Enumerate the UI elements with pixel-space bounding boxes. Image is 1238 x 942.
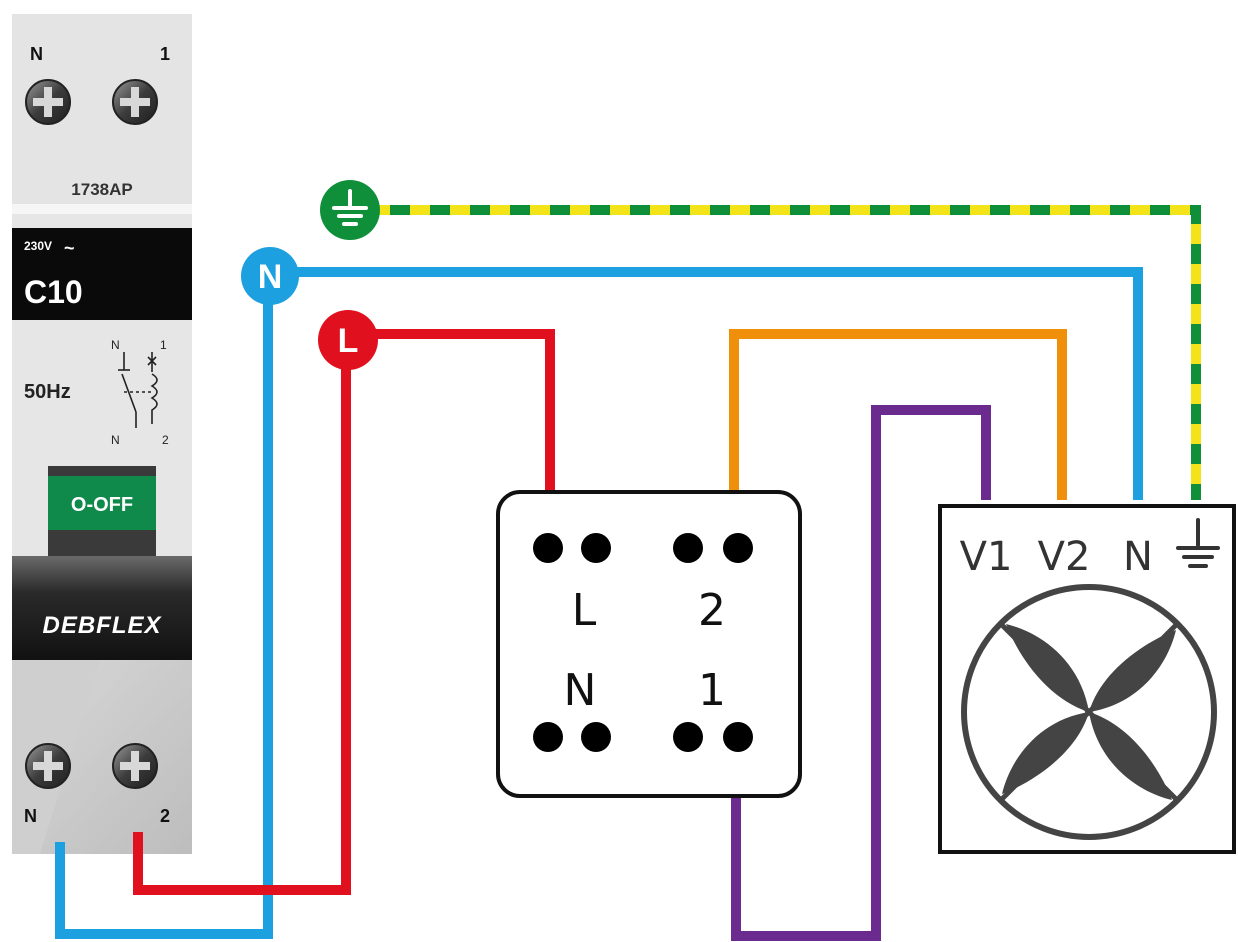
terminal-dot[interactable] <box>673 722 703 752</box>
switch-terminal-label-2: 2 <box>698 585 726 636</box>
fan-terminal-label-V2: V2 <box>1038 534 1091 580</box>
fan-unit: V1 V2 N <box>938 504 1236 854</box>
lever-band <box>12 556 192 660</box>
terminal-dot[interactable] <box>533 533 563 563</box>
speed1-wire <box>731 405 991 941</box>
terminal-dot[interactable] <box>581 722 611 752</box>
frequency-label: 50Hz <box>24 381 71 403</box>
brand-logo: DEBFLEX <box>42 612 162 639</box>
live-source-badge: L <box>318 310 378 370</box>
ac-symbol: ~ <box>64 238 75 258</box>
terminal-dot[interactable] <box>673 533 703 563</box>
switch-terminal-label-1: 1 <box>698 665 726 716</box>
top-terminal-right-label: 1 <box>160 44 170 64</box>
earth-source-badge <box>320 180 380 240</box>
module-divider <box>12 204 192 214</box>
terminal-dot[interactable] <box>533 722 563 752</box>
terminal-dot[interactable] <box>723 722 753 752</box>
fan-earth-icon <box>1176 518 1220 568</box>
schematic-label: N <box>111 433 120 447</box>
breaker-schematic-icon <box>118 352 158 428</box>
screw-terminal-icon[interactable] <box>112 79 158 125</box>
top-terminal-left-label: N <box>30 44 43 64</box>
bottom-terminal-right-label: 2 <box>160 806 170 826</box>
screw-terminal-icon[interactable] <box>112 743 158 789</box>
voltage-label: 230V <box>24 239 52 253</box>
breaker-model: 1738AP <box>71 180 132 199</box>
switch-box-frame <box>496 490 802 798</box>
terminal-dot[interactable] <box>581 533 611 563</box>
fan-terminal-label-N: N <box>1123 534 1153 580</box>
live-letter: L <box>338 322 359 360</box>
earth-icon <box>332 189 368 226</box>
earth-wire-stripe <box>370 205 1201 500</box>
switch-terminal-label-N: N <box>564 665 597 716</box>
neutral-letter: N <box>258 258 283 296</box>
screw-terminal-icon[interactable] <box>25 743 71 789</box>
switch-label: O-OFF <box>71 494 133 516</box>
neutral-wire-to-breaker <box>55 280 273 939</box>
fan-terminal-label-V1: V1 <box>960 534 1013 580</box>
schematic-label: 2 <box>162 433 169 447</box>
wires <box>55 205 1201 941</box>
speed2-wire <box>729 329 1067 546</box>
neutral-source-badge: N <box>241 247 299 305</box>
rating-label <box>12 228 192 320</box>
bottom-terminal-left-label: N <box>24 806 37 826</box>
live-wire-to-switch <box>360 329 555 546</box>
live-wire-to-breaker <box>133 346 351 895</box>
terminal-dot[interactable] <box>723 533 753 563</box>
schematic-label: 1 <box>160 338 167 352</box>
switch-terminal-label-L: L <box>572 585 597 636</box>
switch-toggle[interactable] <box>48 476 156 530</box>
fan-icon <box>961 584 1217 840</box>
schematic-label: N <box>111 338 120 352</box>
neutral-wire-to-fan <box>268 267 1143 500</box>
screw-terminal-icon[interactable] <box>25 79 71 125</box>
earth-wire <box>370 205 1201 500</box>
rating-value: C10 <box>24 274 83 310</box>
circuit-breaker: N 1 1738AP 230V ~ C10 50Hz N 1 N 2 <box>12 14 192 854</box>
speed-switch-box: L 2 N 1 <box>496 490 802 798</box>
